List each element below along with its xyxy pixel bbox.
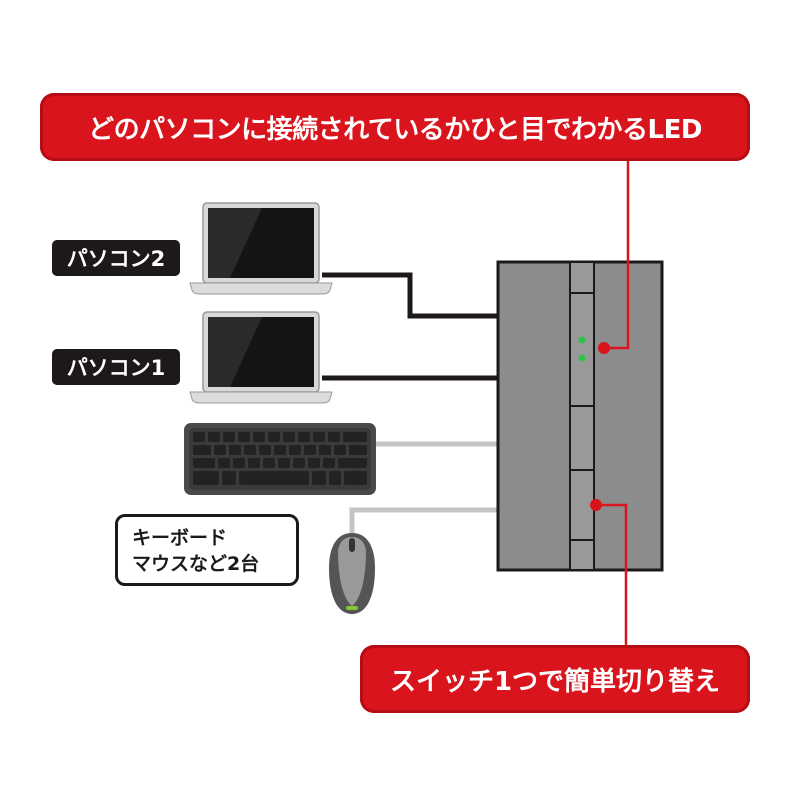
mouse-icon <box>329 533 375 614</box>
led-indicator-icon <box>578 336 586 344</box>
kvm-switch-icon <box>496 260 664 572</box>
switch-callout-text: スイッチ1つで簡単切り替え <box>389 666 721 697</box>
devices-note-line1: キーボード <box>132 527 228 549</box>
callout-leaders <box>590 160 630 645</box>
pc2-label: パソコン2 <box>52 240 180 276</box>
laptop-icon <box>189 311 333 404</box>
led-indicator-icon <box>578 354 586 362</box>
pc1-label: パソコン1 <box>52 349 180 385</box>
laptop-icon <box>189 202 333 295</box>
cable-mouse <box>349 507 500 538</box>
pc2-label-text: パソコン2 <box>66 247 166 271</box>
keyboard-icon <box>184 423 376 495</box>
devices-note-box: キーボード マウスなど2台 <box>115 514 299 586</box>
cable-pc2 <box>322 272 500 319</box>
devices-note-line2: マウスなど2台 <box>132 553 260 575</box>
led-callout-banner: どのパソコンに接続されているかひと目でわかるLED <box>40 93 750 161</box>
pc1-label-text: パソコン1 <box>66 356 166 380</box>
cables <box>322 272 500 538</box>
switch-callout-banner: スイッチ1つで簡単切り替え <box>360 645 750 713</box>
led-callout-text: どのパソコンに接続されているかひと目でわかるLED <box>88 114 702 145</box>
